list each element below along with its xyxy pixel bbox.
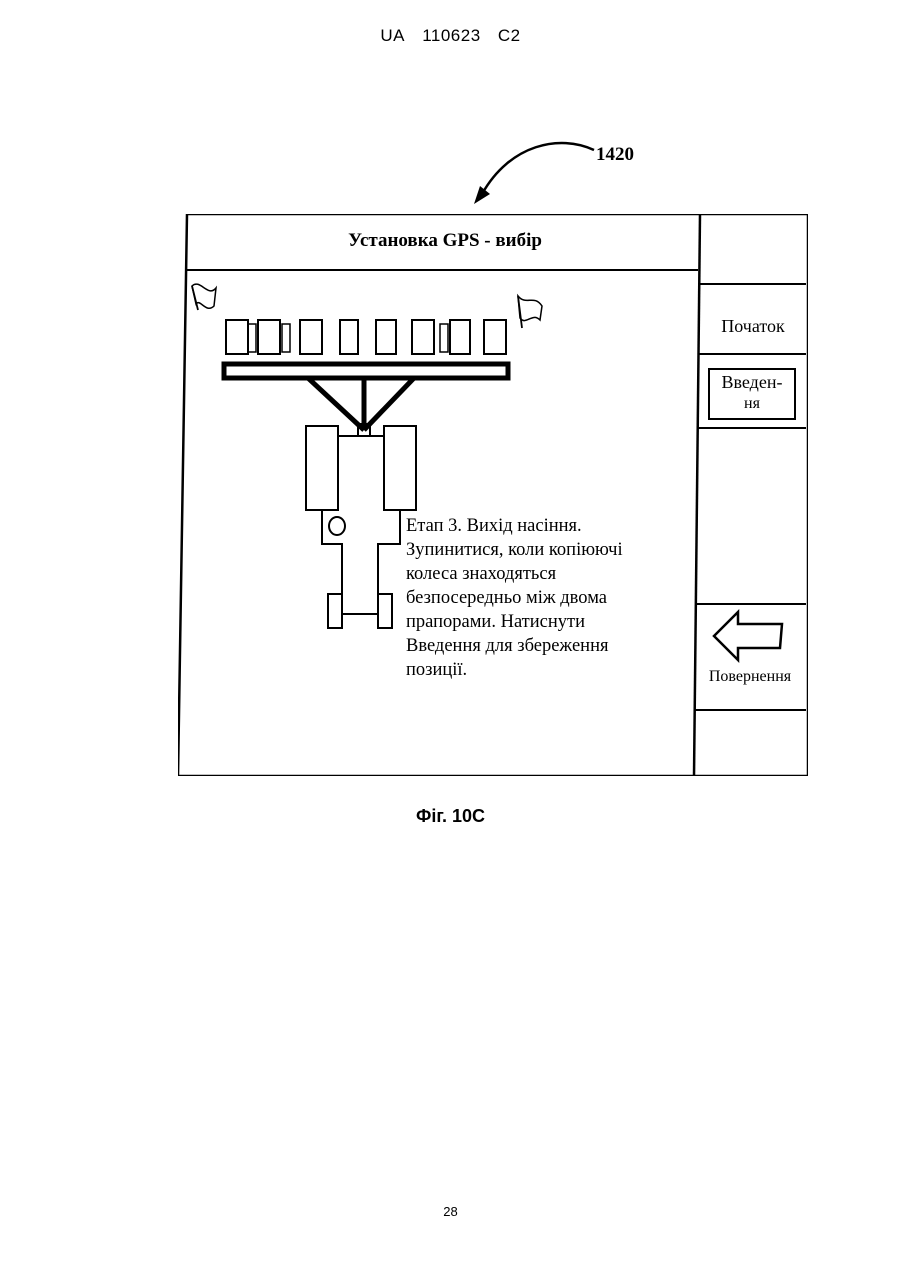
instruction-text: Етап 3. Вихід насіння. Зупинитися, коли … xyxy=(406,514,676,682)
reference-arrow xyxy=(470,136,600,208)
planter-row-units xyxy=(226,320,506,354)
instruction-line: Зупинитися, коли копіюючі xyxy=(406,538,676,562)
enter-button-label-line1: Введен- xyxy=(710,372,794,394)
back-arrow-icon xyxy=(694,606,806,666)
reference-numeral: 1420 xyxy=(596,144,634,166)
planter-toolbar xyxy=(224,364,508,378)
instruction-line: безпосередньо між двома xyxy=(406,586,676,610)
instruction-line: колеса знаходяться xyxy=(406,562,676,586)
back-button[interactable]: Повернення xyxy=(694,606,806,706)
instruction-line: Введення для збереження xyxy=(406,634,676,658)
patent-number: 110623 xyxy=(422,26,480,45)
patent-country: UA xyxy=(380,26,405,45)
instruction-line: позиції. xyxy=(406,658,676,682)
figure-caption: Фіг. 10С xyxy=(0,806,901,827)
enter-button-label-line2: ня xyxy=(710,394,794,413)
back-button-label: Повернення xyxy=(694,668,806,686)
patent-kind: C2 xyxy=(498,26,521,45)
instruction-line: Етап 3. Вихід насіння. xyxy=(406,514,676,538)
enter-button[interactable]: Введен- ня xyxy=(708,368,796,420)
left-flag-icon xyxy=(192,284,216,310)
screen-title: Установка GPS - вибір xyxy=(190,230,700,252)
start-button[interactable]: Початок xyxy=(700,298,806,354)
planter-hitch xyxy=(308,378,414,430)
right-flag-icon xyxy=(518,296,542,328)
gps-setup-screen: Установка GPS - вибір Початок Введен- ня… xyxy=(178,214,808,776)
instruction-line: прапорами. Натиснути xyxy=(406,610,676,634)
patent-header: UA 110623 C2 xyxy=(0,26,901,46)
page-number: 28 xyxy=(0,1204,901,1219)
tractor-icon xyxy=(306,424,416,628)
